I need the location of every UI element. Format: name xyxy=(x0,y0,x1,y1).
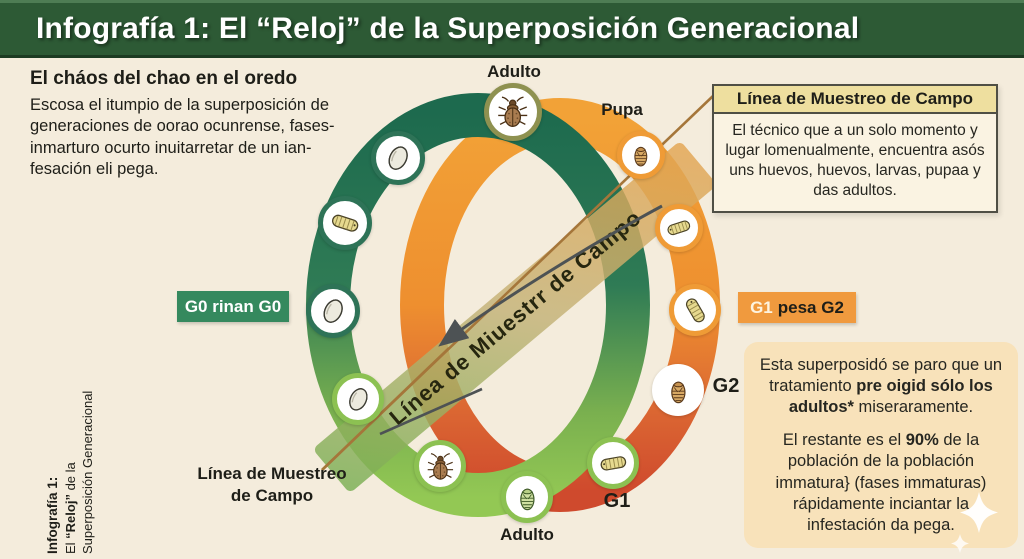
egg-icon xyxy=(342,383,375,416)
larva-node-g1 xyxy=(587,437,639,489)
larva-node-right-1 xyxy=(655,204,703,252)
egg-node-top-left xyxy=(371,131,425,185)
sparkle-icon xyxy=(951,492,998,553)
egg-icon xyxy=(316,294,350,328)
egg-node-left xyxy=(306,284,360,338)
larva-icon xyxy=(664,213,694,243)
label-adulto-top: Adulto xyxy=(487,62,541,81)
side-caption-line2: El “Reloj” de la xyxy=(62,462,78,554)
generation-g0-badge: G0 rinan G0 xyxy=(177,291,289,322)
label-adulto-bottom: Adulto xyxy=(500,525,554,544)
page-title: Infografía 1: El “Reloj” de la Superposi… xyxy=(36,12,860,45)
side-caption-line1: Infografía 1: xyxy=(45,476,60,554)
larva-icon xyxy=(328,206,362,240)
sampling-box-title: Línea de Muestreo de Campo xyxy=(714,86,996,114)
result-paragraph-1: Esta superposidó se paro que un tratamie… xyxy=(759,356,1003,417)
pupa-icon xyxy=(662,374,695,407)
pupa-node-g2 xyxy=(652,364,704,416)
intro-block: El cháos del chao en el oredo Escosa el … xyxy=(30,68,340,181)
label-pupa: Pupa xyxy=(601,100,643,119)
larva-node-left xyxy=(318,196,372,250)
larva-icon xyxy=(595,445,632,482)
title-bar: Infografía 1: El “Reloj” de la Superposi… xyxy=(0,0,1024,58)
egg-node-bottom-left xyxy=(332,373,384,425)
pupa-icon xyxy=(626,140,656,170)
green-pupa-icon xyxy=(511,481,544,514)
pupa-node-top xyxy=(617,131,665,179)
curved-arrow-icon xyxy=(379,204,663,436)
intro-body: Escosa el itumpio de la superposición de… xyxy=(30,96,335,179)
side-caption: Infografía 1: El “Reloj” de la Superposi… xyxy=(44,332,96,554)
adult-node-top xyxy=(484,83,542,141)
beetle-icon xyxy=(494,93,531,130)
result-paragraph-2: El restante es el 90% de la población de… xyxy=(775,431,987,534)
sampling-info-box: Línea de Muestreo de Campo El técnico qu… xyxy=(712,84,998,213)
larva-node-right-2 xyxy=(669,284,721,336)
sampling-box-body: El técnico que a un solo momento y lugar… xyxy=(725,122,985,200)
beetle-node-bottom xyxy=(414,440,466,492)
label-g2: G2 xyxy=(712,375,740,397)
side-caption-line3: Superposición Generacional xyxy=(79,390,95,554)
intro-heading: El cháos del chao en el oredo xyxy=(30,68,298,89)
egg-icon xyxy=(381,141,415,175)
beetle-icon xyxy=(424,450,457,483)
larva-icon xyxy=(676,291,715,330)
adult-pupa-node-bottom xyxy=(501,471,553,523)
sampling-line-label: Línea de Muestreo de Campo xyxy=(197,464,347,506)
label-g1: G1 xyxy=(603,490,631,512)
